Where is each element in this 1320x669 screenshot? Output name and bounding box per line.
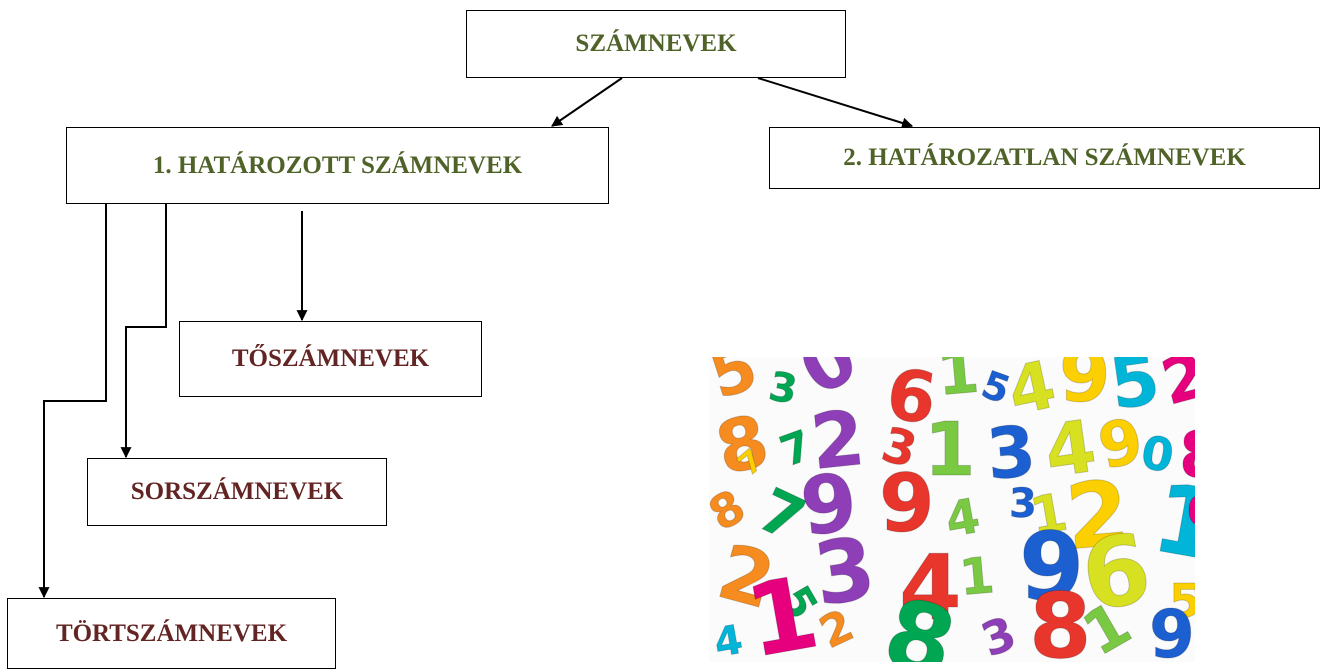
digit-glyph: 8 [1179, 419, 1195, 493]
fractional-numerals-label: TÖRTSZÁMNEVEK [55, 619, 288, 647]
digit-glyph: 1 [738, 553, 827, 662]
digit-glyph: 3 [808, 518, 881, 625]
digit-glyph: 3 [765, 364, 800, 414]
digit-glyph: 6 [882, 357, 942, 441]
digit-glyph: 9 [879, 457, 935, 550]
digit-glyph: 5 [1169, 574, 1195, 628]
digit-glyph: 8 [873, 576, 967, 662]
digit-glyph: 4 [1040, 404, 1101, 494]
digit-glyph: 9 [796, 456, 861, 554]
digit-glyph: 2 [1062, 461, 1134, 571]
colorful-numbers-image: 5306154952872313490887994312102534196541… [709, 357, 1195, 662]
arrow-definite-to-ordinal [120, 204, 167, 459]
arrow-root-to-definite [551, 77, 623, 127]
root-node-label: SZÁMNEVEK [575, 30, 737, 57]
fractional-numerals-box: TÖRTSZÁMNEVEK [7, 598, 336, 669]
ordinal-numerals-label: SORSZÁMNEVEK [130, 478, 344, 505]
digit-glyph: 9 [1059, 357, 1111, 419]
digit-glyph: 9 [1149, 596, 1195, 662]
digit-glyph: 4 [711, 617, 746, 662]
ordinal-numerals-box: SORSZÁMNEVEK [87, 458, 387, 526]
root-node-box: SZÁMNEVEK [466, 10, 846, 78]
digit-glyph: 1 [924, 407, 976, 493]
digit-glyph: 8 [709, 398, 777, 492]
digit-glyph: 3 [983, 410, 1039, 496]
digit-glyph: 0 [1187, 489, 1195, 535]
digit-glyph: 1 [957, 546, 997, 607]
indefinite-numerals-box: 2. HATÁROZATLAN SZÁMNEVEK [769, 127, 1320, 189]
arrow-definite-to-fractional [38, 204, 107, 599]
digit-glyph: 2 [807, 393, 869, 487]
digit-glyph: 8 [1029, 574, 1092, 662]
definite-numerals-box: 1. HATÁROZOTT SZÁMNEVEK [66, 127, 609, 204]
arrow-root-to-indefinite [757, 77, 914, 129]
digit-glyph: 4 [941, 488, 984, 549]
digit-glyph: 4 [899, 536, 962, 641]
digit-glyph: 5 [1105, 357, 1165, 426]
digit-glyph: 1 [934, 357, 982, 410]
cardinal-numerals-label: TŐSZÁMNEVEK [231, 345, 430, 372]
cardinal-numerals-box: TŐSZÁMNEVEK [179, 321, 482, 397]
digit-glyph: 3 [974, 606, 1023, 662]
digit-glyph: 3 [1009, 481, 1037, 527]
digit-glyph: 9 [1019, 513, 1084, 622]
definite-numerals-label: 1. HATÁROZOTT SZÁMNEVEK [152, 151, 523, 179]
indefinite-numerals-label: 2. HATÁROZATLAN SZÁMNEVEK [843, 144, 1246, 171]
